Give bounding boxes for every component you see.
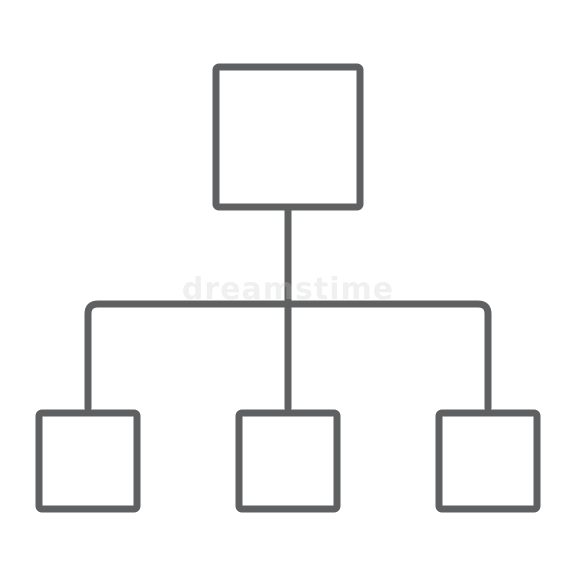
node-child-center	[235, 409, 341, 513]
node-root	[212, 63, 364, 211]
node-child-left	[35, 409, 141, 513]
node-child-right	[435, 409, 541, 513]
